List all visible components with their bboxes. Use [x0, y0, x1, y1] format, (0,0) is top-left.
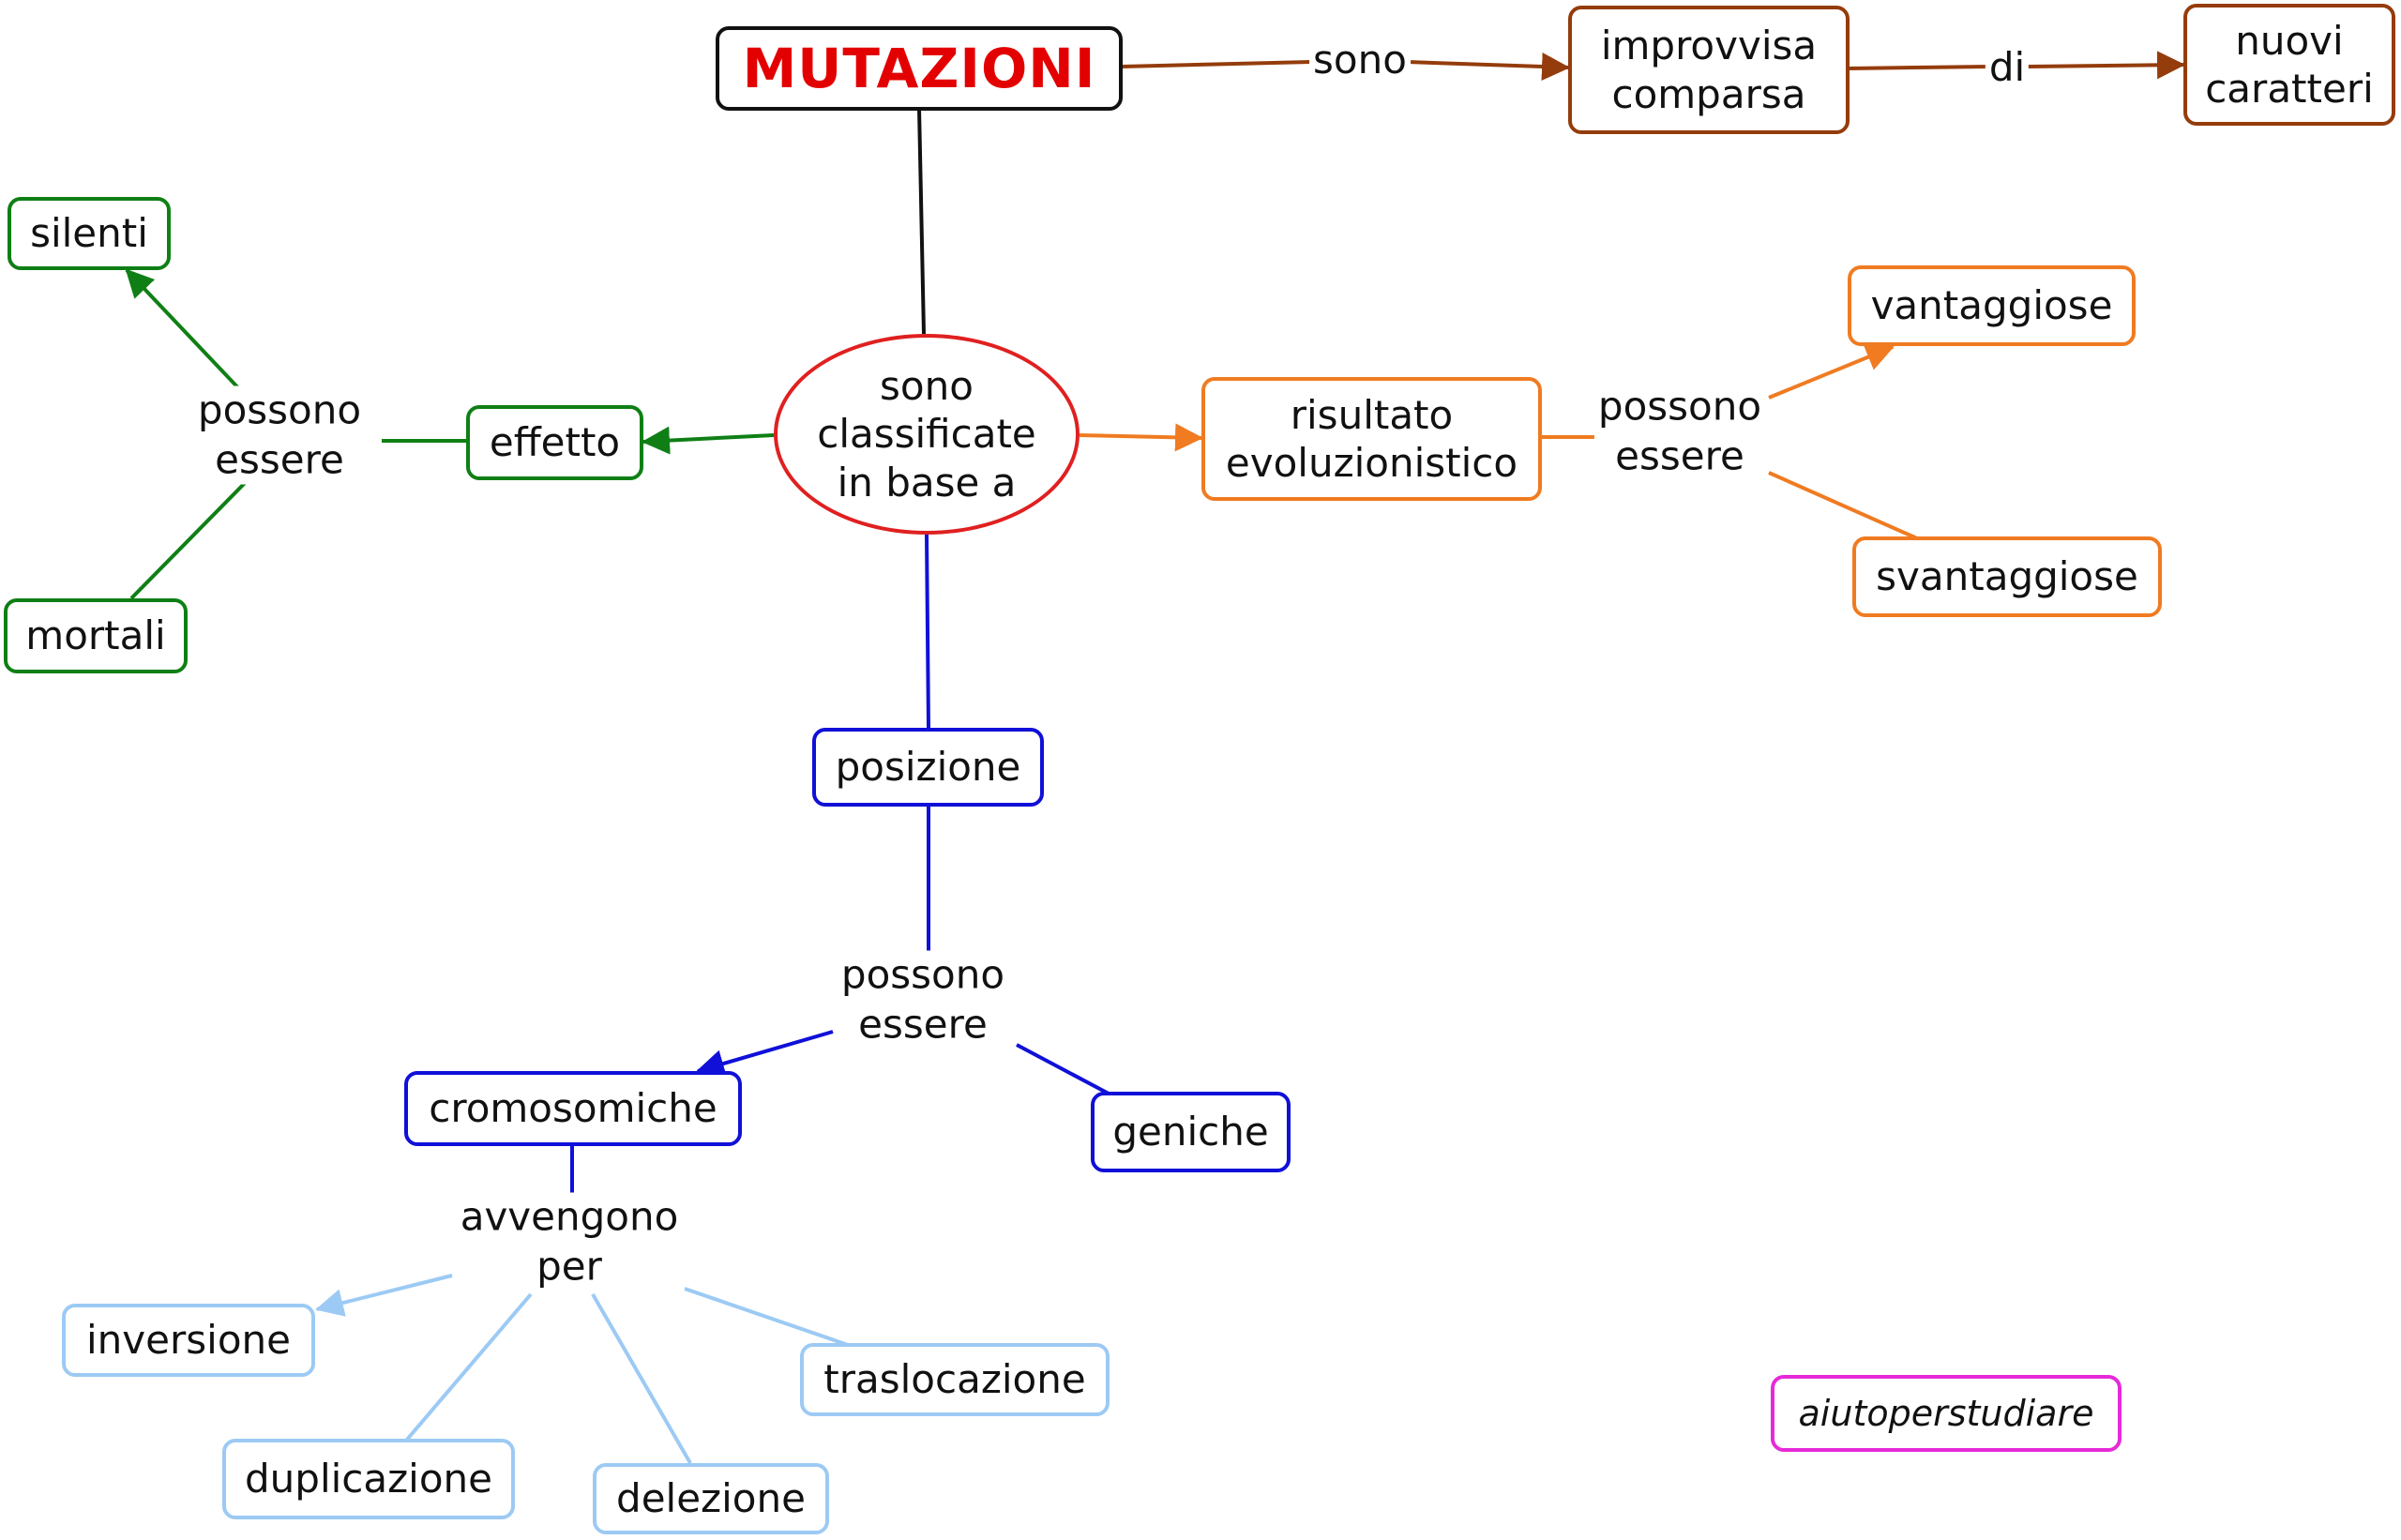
node-risultato-evoluzionistico[interactable]: risultato evoluzionistico: [1201, 377, 1542, 501]
node-mortali[interactable]: mortali: [4, 598, 188, 673]
node-improvvisa-comparsa[interactable]: improvvisa comparsa: [1568, 6, 1850, 134]
connector-root-sono: [1121, 60, 1314, 68]
node-traslocazione[interactable]: traslocazione: [800, 1343, 1110, 1416]
node-effetto[interactable]: effetto: [466, 405, 643, 480]
link-label-posizione-possono-essere: possono essere: [837, 950, 1009, 1049]
arrow-link-inversione: [315, 1274, 453, 1317]
node-svantaggiose[interactable]: svantaggiose: [1852, 536, 2162, 617]
node-inversione[interactable]: inversione: [62, 1304, 315, 1377]
link-label-risultato-possono-essere: possono essere: [1593, 382, 1766, 481]
connector-link-traslocazione: [684, 1287, 849, 1347]
watermark-label: aiutoperstudiare: [1771, 1375, 2122, 1452]
link-label-avvengono-per: avvengono per: [456, 1192, 683, 1291]
node-vantaggiose[interactable]: vantaggiose: [1848, 265, 2136, 346]
arrow-link-cromosomiche: [696, 1030, 834, 1078]
connector-link-delezione: [591, 1292, 692, 1465]
root-node-mutazioni[interactable]: MUTAZIONI: [716, 26, 1123, 111]
arrow-sono-improvvisa: [1406, 53, 1570, 82]
node-silenti[interactable]: silenti: [8, 197, 171, 270]
arrow-di-nuovi: [2027, 51, 2185, 80]
arrow-criteria-effetto: [642, 426, 775, 455]
connector-link-mortali: [129, 480, 248, 600]
arrow-link-silenti: [125, 268, 248, 398]
connector-link-geniche: [1016, 1043, 1110, 1095]
connector-link-duplicazione: [404, 1292, 533, 1442]
node-cromosomiche[interactable]: cromosomiche: [404, 1071, 742, 1146]
connector-criteria-posizione: [925, 534, 930, 729]
arrow-criteria-risultato: [1079, 423, 1203, 452]
connector-link-svantaggiose: [1768, 471, 1918, 540]
node-criteria-ellipse[interactable]: sono classificate in base a: [774, 334, 1080, 535]
node-nuovi-caratteri[interactable]: nuovi caratteri: [2183, 4, 2395, 126]
node-posizione[interactable]: posizione: [812, 728, 1044, 807]
arrow-link-vantaggiose: [1768, 343, 1895, 400]
connector-root-criteria: [917, 107, 926, 335]
link-label-di: di: [1985, 42, 2030, 93]
link-label-sono: sono: [1309, 35, 1411, 85]
node-delezione[interactable]: delezione: [593, 1463, 829, 1534]
node-duplicazione[interactable]: duplicazione: [222, 1439, 515, 1519]
node-geniche[interactable]: geniche: [1091, 1092, 1291, 1172]
link-label-effetto-possono-essere: possono essere: [193, 385, 366, 485]
connector-improvvisa-di: [1847, 65, 1989, 70]
